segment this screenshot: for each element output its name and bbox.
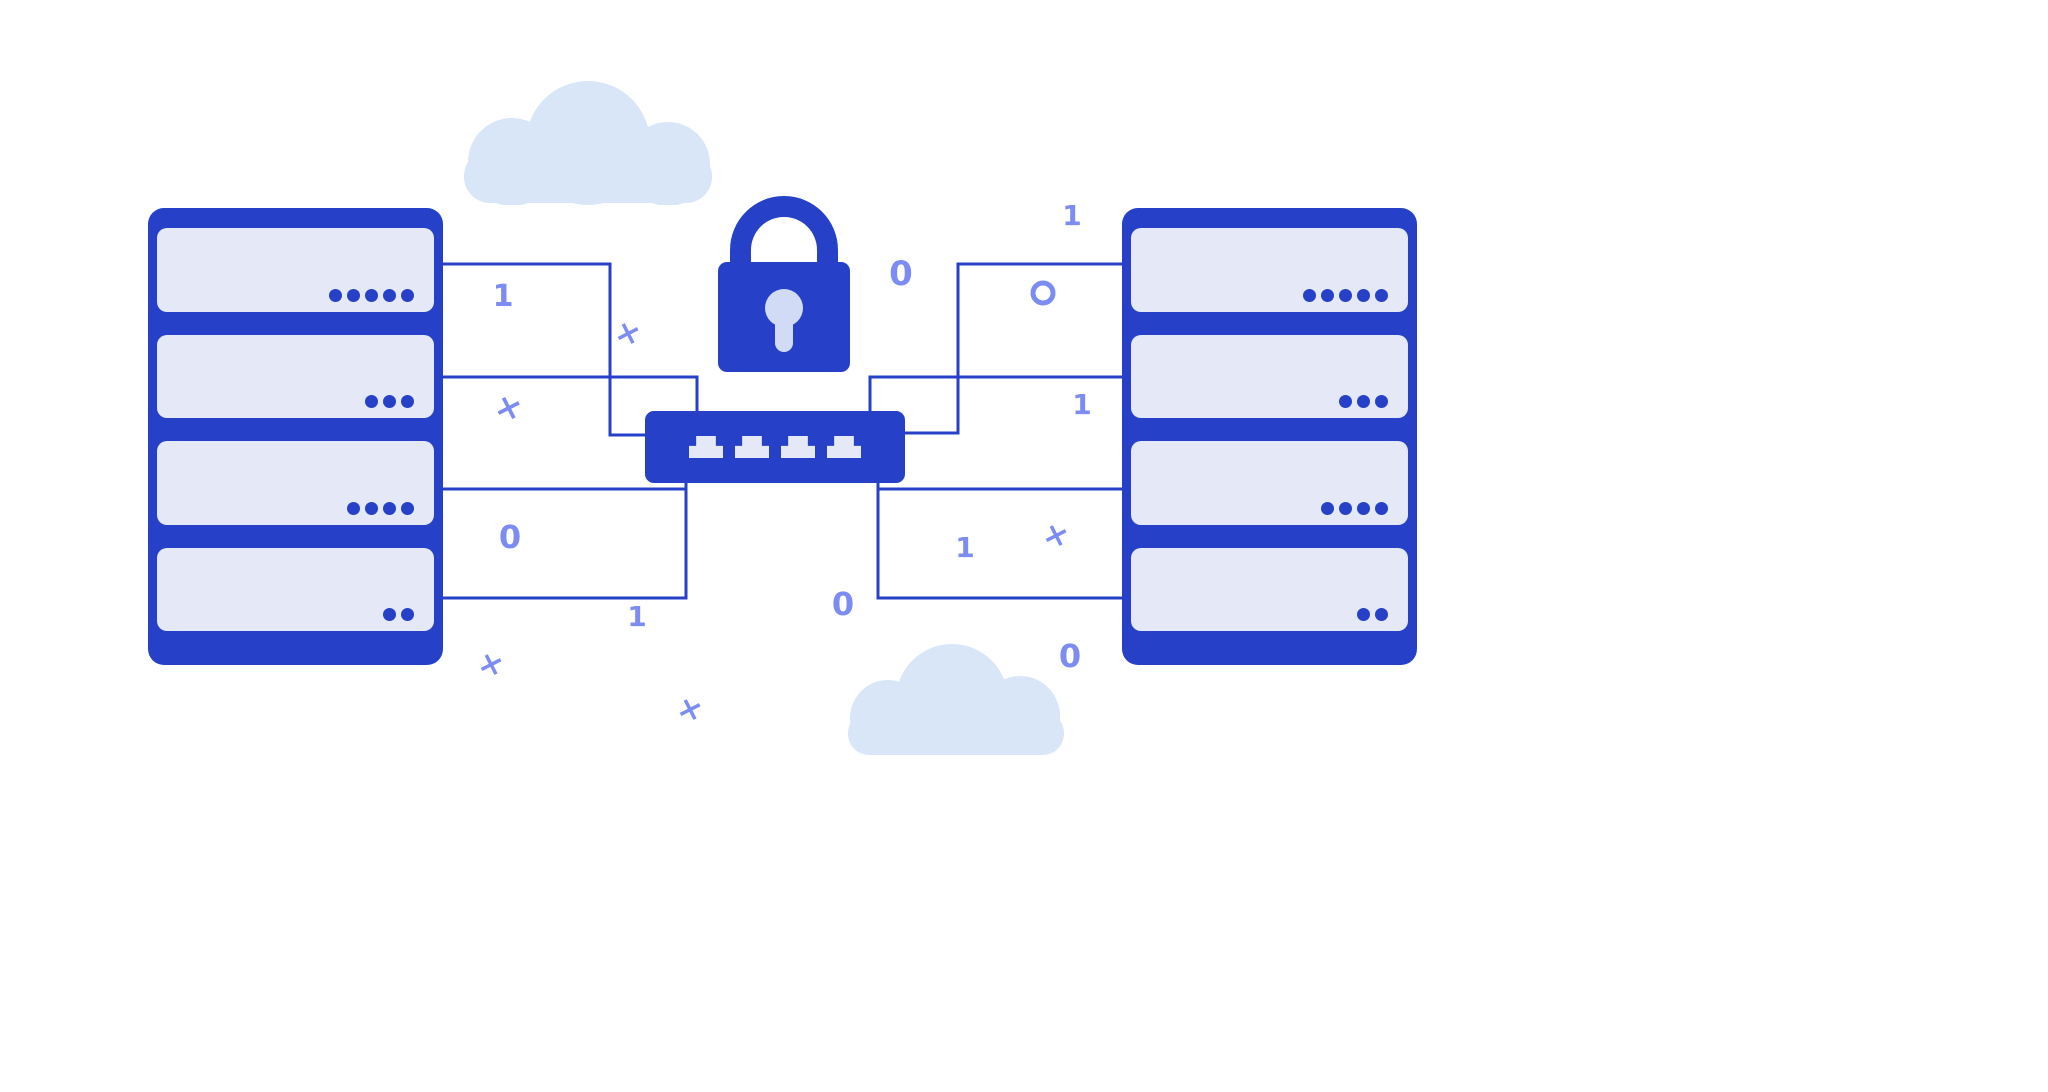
connection-line xyxy=(898,262,1122,435)
status-dots xyxy=(383,608,414,621)
server-slot xyxy=(1131,228,1408,312)
status-dot xyxy=(383,501,396,515)
connection-line xyxy=(443,262,655,437)
padlock-body xyxy=(718,262,850,372)
server-slot xyxy=(1131,547,1408,631)
status-dot xyxy=(401,501,414,515)
status-dots xyxy=(1339,395,1388,408)
binary-digit: 0 xyxy=(889,254,913,294)
status-dot xyxy=(365,395,378,408)
binary-digit: 1 xyxy=(492,279,514,314)
server-rack-right xyxy=(1122,208,1417,665)
server-slot xyxy=(157,228,434,312)
status-dots xyxy=(1357,608,1388,621)
connection-line xyxy=(443,478,688,600)
ethernet-ports xyxy=(689,436,861,458)
status-dot xyxy=(1375,395,1388,408)
server-slot xyxy=(1131,334,1408,418)
status-dot xyxy=(329,288,342,302)
binary-digit: 1 xyxy=(955,531,975,564)
binary-digit: 0 xyxy=(831,585,855,623)
binary-digit: 1 xyxy=(627,600,647,633)
connection-line xyxy=(876,478,1122,600)
status-dots xyxy=(1303,288,1388,302)
status-dot xyxy=(401,395,414,408)
status-dot xyxy=(1357,608,1370,621)
status-dot xyxy=(347,501,360,515)
server-slot xyxy=(157,547,434,631)
cloud-icon xyxy=(848,644,1064,755)
server-slot xyxy=(1131,441,1408,525)
binary-digit: 0 xyxy=(498,518,522,556)
status-dot xyxy=(1321,288,1334,302)
network-switch xyxy=(645,411,905,483)
status-dot xyxy=(1339,288,1352,302)
status-dot xyxy=(1357,501,1370,515)
circle-glyph xyxy=(1030,280,1056,306)
status-dot xyxy=(365,501,378,515)
binary-digit: 1 xyxy=(1062,199,1082,232)
status-dot xyxy=(1339,395,1352,408)
status-dot xyxy=(1321,501,1334,515)
ethernet-port-icon xyxy=(689,436,723,458)
status-dot xyxy=(383,288,396,302)
cloud-icon xyxy=(464,81,712,205)
ethernet-port-icon xyxy=(827,436,861,458)
binary-digit: 1 xyxy=(1072,388,1092,421)
status-dots xyxy=(329,288,414,302)
binary-digit: 0 xyxy=(1058,637,1082,675)
status-dot xyxy=(401,288,414,302)
ethernet-port-icon xyxy=(735,436,769,458)
status-dot xyxy=(1375,608,1388,621)
status-dot xyxy=(1357,395,1370,408)
connection-line xyxy=(868,375,1122,420)
status-dot xyxy=(1375,501,1388,515)
status-dots xyxy=(347,501,414,515)
padlock-icon xyxy=(718,196,850,372)
status-dots xyxy=(365,395,414,408)
keyhole-stem xyxy=(775,310,793,352)
status-dot xyxy=(383,395,396,408)
status-dot xyxy=(383,608,396,621)
status-dots xyxy=(1321,501,1388,515)
status-dot xyxy=(347,288,360,302)
status-dot xyxy=(365,288,378,302)
server-rack-left xyxy=(148,208,443,665)
status-dot xyxy=(1303,288,1316,302)
status-dot xyxy=(401,608,414,621)
connection-line xyxy=(443,375,699,420)
status-dot xyxy=(1339,501,1352,515)
status-dot xyxy=(1375,288,1388,302)
server-slot xyxy=(157,334,434,418)
ethernet-port-icon xyxy=(781,436,815,458)
server-slot xyxy=(157,441,434,525)
status-dot xyxy=(1357,288,1370,302)
